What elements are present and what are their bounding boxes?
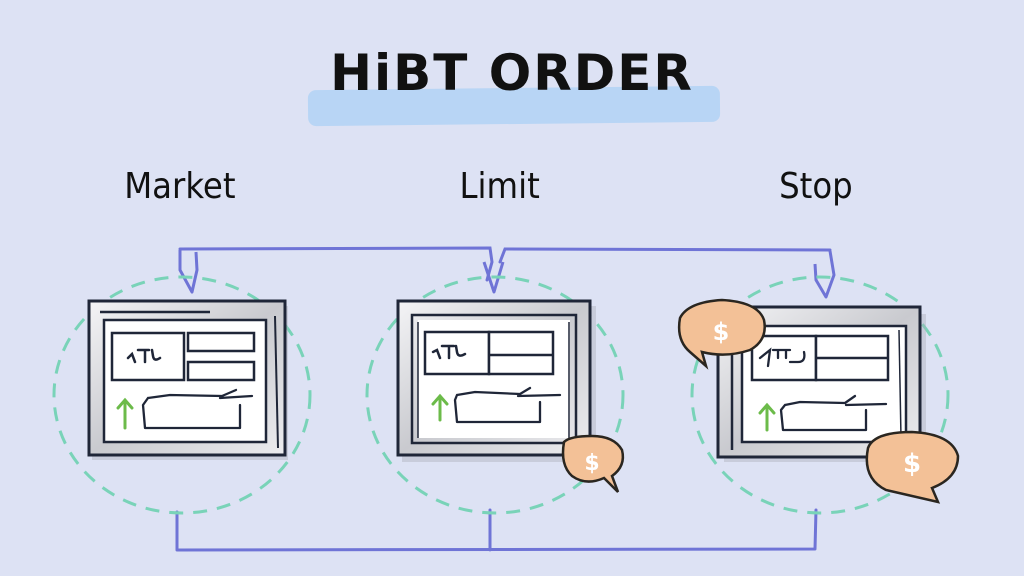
top-connector-line (178, 246, 832, 282)
dollar-icon: $ (903, 449, 921, 479)
label-limit: Limit (459, 166, 540, 207)
diagram-title: HiBT ORDER (330, 44, 694, 102)
chart-glyph-icon (431, 344, 467, 360)
dashed-circle-market (52, 275, 312, 515)
dashed-circle-limit (365, 275, 625, 515)
title-block: HiBT ORDER (300, 38, 724, 128)
up-arrow-icon (116, 397, 134, 430)
up-arrow-icon (431, 393, 449, 422)
arrow-stop-icon (813, 250, 836, 299)
screen-limit (396, 299, 596, 462)
screen-stop (716, 305, 926, 462)
cycle-flow-icon (141, 388, 254, 430)
chart-glyph-icon (758, 347, 806, 368)
label-stop: Stop (779, 166, 853, 207)
coin-badge-stop-top: $ (677, 298, 766, 370)
label-market: Market (124, 166, 236, 207)
dollar-icon: $ (713, 318, 730, 346)
arrow-limit-icon (482, 261, 505, 294)
up-arrow-icon (758, 402, 776, 432)
dashed-circle-stop (690, 275, 950, 515)
arrow-market-icon (178, 250, 199, 294)
cycle-flow-icon (779, 394, 888, 432)
bottom-connector-line (175, 508, 818, 552)
coin-badge-stop-bottom: $ (865, 430, 960, 504)
cycle-flow-icon (453, 386, 562, 424)
dollar-icon: $ (584, 451, 599, 476)
chart-glyph-icon (126, 348, 162, 364)
screen-market (87, 299, 288, 460)
coin-badge-limit: $ (561, 434, 625, 493)
